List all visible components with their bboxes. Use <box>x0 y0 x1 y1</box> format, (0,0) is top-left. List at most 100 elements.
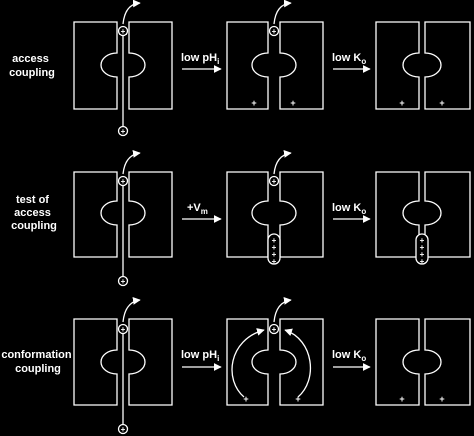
plus-sign: + <box>272 257 277 266</box>
row-conformation-coupling: conformation coupling + + low pHi <box>1 297 471 435</box>
surface-charge: + <box>439 394 444 404</box>
transporter-state-1 <box>73 0 173 137</box>
plus-sign: + <box>272 325 277 334</box>
row-label-line: conformation <box>1 349 72 361</box>
row-label: test of access coupling <box>11 194 57 232</box>
step-label-sub: o <box>361 57 366 66</box>
cation-in-channel <box>117 25 129 37</box>
plus-sign: + <box>420 257 425 266</box>
surface-charge: + <box>243 394 248 404</box>
surface-charge: + <box>399 394 404 404</box>
cation-in-channel <box>268 175 280 187</box>
plus-sign: + <box>272 236 277 245</box>
step-label: low Ko <box>332 52 366 66</box>
step-arrow-1: low pHi <box>181 52 222 73</box>
plus-sign: + <box>272 250 277 259</box>
step-arrow-1: low pHi <box>181 349 222 371</box>
row-label: conformation coupling <box>1 349 74 375</box>
step-label-sub: m <box>201 207 208 216</box>
transporter-state-2 <box>226 150 324 265</box>
transporter-state-2 <box>226 297 324 406</box>
plus-sign: + <box>272 243 277 252</box>
step-arrow-2: low Ko <box>332 202 371 223</box>
charge-column <box>267 233 281 265</box>
right-subunit <box>128 171 173 258</box>
plus-sign: + <box>272 27 277 36</box>
surface-charge: + <box>399 98 404 108</box>
row-test-of-access-coupling: test of access coupling + + +Vm + <box>11 150 471 287</box>
row-label-line: access <box>12 53 49 65</box>
row-label-line: coupling <box>15 363 61 375</box>
step-label-main: low K <box>332 349 361 361</box>
left-subunit <box>226 171 269 258</box>
exit-arrow <box>122 0 141 25</box>
row-access-coupling: access coupling + + low pHi + + + <box>9 0 471 137</box>
cation-in-channel <box>117 323 129 335</box>
right-subunit <box>279 171 324 258</box>
left-subunit <box>226 318 269 406</box>
right-subunit <box>424 171 471 258</box>
right-subunit <box>424 318 471 406</box>
step-label-main: low pH <box>181 52 217 64</box>
plus-sign: + <box>121 177 126 186</box>
cation-intracellular <box>117 423 129 435</box>
right-subunit <box>424 21 471 110</box>
step-label-sub: o <box>361 207 366 216</box>
cation-intracellular <box>117 125 129 137</box>
exit-arrow <box>273 297 292 323</box>
step-label: low Ko <box>332 202 366 216</box>
step-label-main: low K <box>332 52 361 64</box>
left-subunit <box>375 21 420 110</box>
cation-in-channel <box>268 25 280 37</box>
transporter-state-2 <box>226 0 324 110</box>
step-label-main: low K <box>332 202 361 214</box>
transporter-state-3 <box>375 318 471 406</box>
plus-sign: + <box>121 425 126 434</box>
left-subunit <box>73 171 118 258</box>
row-label-line: test of <box>16 194 49 206</box>
step-label: low pHi <box>181 52 219 66</box>
step-label: low pHi <box>181 349 219 363</box>
step-label-sub: o <box>361 354 366 363</box>
step-label: low Ko <box>332 349 366 363</box>
exit-arrow <box>122 150 141 175</box>
cation-intracellular <box>117 275 129 287</box>
charge-movement-arrow-right <box>284 328 312 398</box>
plus-sign: + <box>121 27 126 36</box>
left-subunit <box>226 21 269 110</box>
left-subunit <box>73 318 118 406</box>
exit-arrow <box>273 0 292 25</box>
left-subunit <box>73 21 118 110</box>
step-label-main: +V <box>187 202 201 214</box>
cation-in-channel <box>268 323 280 335</box>
step-label: +Vm <box>187 202 208 216</box>
right-subunit <box>279 21 324 110</box>
row-label: access coupling <box>9 53 55 79</box>
plus-sign: + <box>420 236 425 245</box>
transporter-state-3 <box>375 21 471 110</box>
right-subunit <box>128 318 173 406</box>
transporter-state-1 <box>73 150 173 287</box>
step-arrow-1: +Vm <box>182 202 222 223</box>
plus-sign: + <box>121 127 126 136</box>
surface-charge: + <box>290 98 295 108</box>
row-label-line: access <box>14 207 51 219</box>
right-subunit <box>279 318 324 406</box>
step-label-sub: i <box>217 57 219 66</box>
plus-sign: + <box>272 177 277 186</box>
transporter-state-3 <box>375 171 471 265</box>
charge-column <box>415 233 429 265</box>
surface-charge: + <box>439 98 444 108</box>
plus-sign: + <box>420 250 425 259</box>
exit-arrow <box>273 150 292 175</box>
step-arrow-2: low Ko <box>332 52 371 73</box>
left-subunit <box>375 171 420 258</box>
exit-arrow <box>122 297 141 323</box>
plus-sign: + <box>121 277 126 286</box>
plus-sign: + <box>420 243 425 252</box>
row-label-line: coupling <box>11 220 57 232</box>
surface-charge: + <box>251 98 256 108</box>
surface-charge: + <box>295 394 300 404</box>
cation-in-channel <box>117 175 129 187</box>
